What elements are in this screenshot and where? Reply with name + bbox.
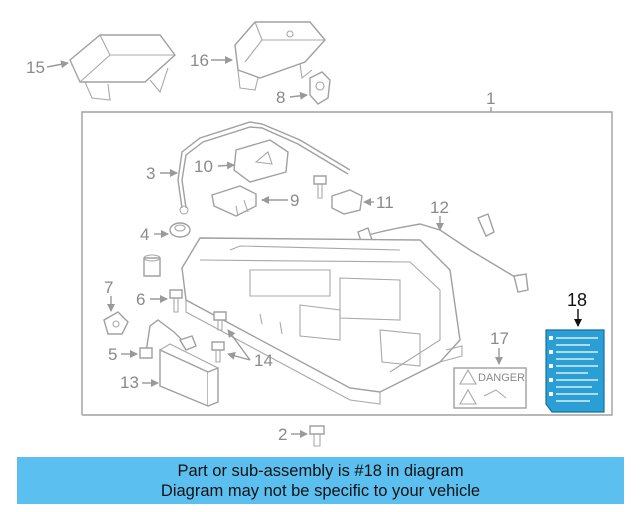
callout-part-11[interactable]: 11 — [363, 193, 394, 212]
svg-text:12: 12 — [430, 198, 449, 217]
part-3-hose[interactable] — [177, 121, 351, 215]
part-8-bracket[interactable] — [309, 71, 331, 105]
part-18-instruction-label[interactable] — [545, 329, 605, 413]
callout-part-16[interactable]: 16 — [190, 51, 233, 70]
svg-text:3: 3 — [146, 164, 155, 183]
banner-line-2: Diagram may not be specific to your vehi… — [160, 482, 481, 500]
banner-line-1: Part or sub-assembly is #18 in diagram — [177, 462, 464, 480]
svg-text:9: 9 — [290, 191, 299, 210]
part-9-bracket[interactable] — [211, 185, 257, 217]
part-2-bolt[interactable] — [309, 425, 325, 447]
callout-part-2[interactable]: 2 — [278, 425, 308, 444]
part-13-module[interactable] — [159, 343, 219, 408]
svg-text:5: 5 — [108, 345, 117, 364]
battery-tray[interactable] — [181, 237, 463, 405]
svg-text:16: 16 — [190, 51, 209, 70]
callout-part-1[interactable]: 1 — [486, 89, 495, 112]
callout-part-6[interactable]: 6 — [136, 290, 168, 309]
part-15-cover[interactable] — [69, 34, 176, 101]
svg-text:14: 14 — [254, 351, 273, 370]
svg-text:13: 13 — [120, 373, 139, 392]
svg-text:6: 6 — [136, 290, 145, 309]
part-16-cover[interactable] — [234, 21, 326, 91]
svg-text:11: 11 — [376, 193, 394, 212]
part-grommet-lower[interactable] — [143, 254, 161, 277]
callout-part-14[interactable]: 14 — [227, 329, 273, 370]
callout-part-15[interactable]: 15 — [26, 58, 69, 77]
callout-part-17[interactable]: 17 — [490, 329, 509, 365]
svg-text:15: 15 — [26, 58, 45, 77]
assembly-frame — [81, 111, 613, 416]
svg-text:7: 7 — [104, 278, 113, 297]
part-7-clip[interactable] — [103, 311, 129, 335]
part-4-grommet[interactable] — [169, 222, 191, 238]
info-banner: Part or sub-assembly is #18 in diagram D… — [17, 457, 624, 504]
callout-part-7[interactable]: 7 — [104, 278, 115, 312]
bolt-upper[interactable] — [313, 175, 327, 199]
part-17-danger-label[interactable]: DANGER — [453, 367, 527, 409]
callout-part-13[interactable]: 13 — [120, 373, 159, 392]
callout-part-5[interactable]: 5 — [108, 345, 138, 364]
svg-text:4: 4 — [140, 225, 149, 244]
svg-text:8: 8 — [276, 88, 285, 107]
callout-part-10[interactable]: 10 — [194, 157, 235, 176]
svg-text:1: 1 — [486, 89, 495, 108]
callout-part-12[interactable]: 12 — [430, 198, 449, 231]
part-10-cover-plate[interactable] — [233, 139, 289, 183]
svg-text:17: 17 — [490, 329, 509, 348]
part-5-cable[interactable] — [139, 319, 197, 359]
part-11-connector[interactable] — [331, 189, 363, 215]
svg-text:10: 10 — [194, 157, 213, 176]
part-6-bolt[interactable] — [169, 289, 183, 313]
callout-part-9[interactable]: 9 — [261, 191, 299, 210]
svg-text:18: 18 — [567, 290, 587, 310]
callout-part-4[interactable]: 4 — [140, 225, 169, 244]
callout-part-18[interactable]: 18 — [567, 290, 587, 327]
svg-text:DANGER: DANGER — [478, 372, 525, 384]
callout-part-3[interactable]: 3 — [146, 164, 178, 183]
part-14-bolts[interactable] — [211, 311, 227, 363]
callout-part-8[interactable]: 8 — [276, 88, 308, 107]
svg-text:2: 2 — [278, 425, 287, 444]
